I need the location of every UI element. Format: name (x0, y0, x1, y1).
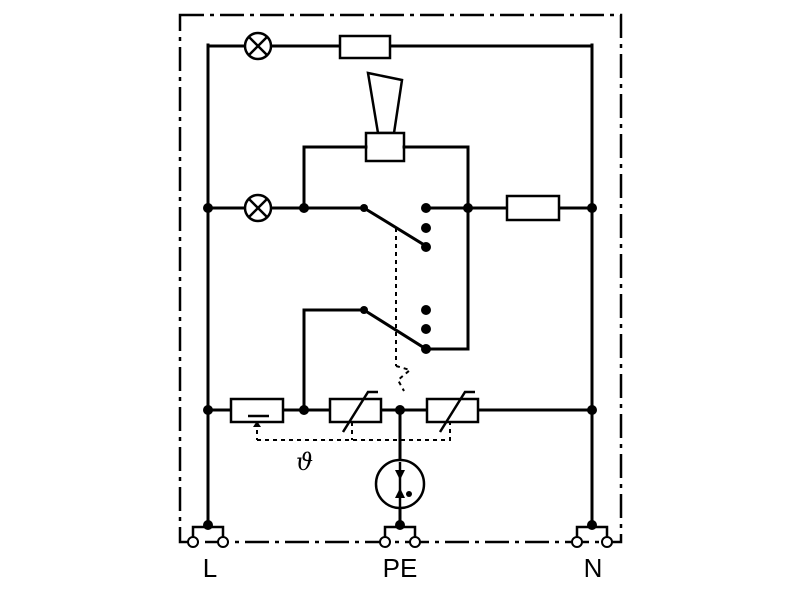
mechanical-linkage (395, 228, 413, 392)
indicator-lamp-icon (243, 31, 273, 61)
relay-coil-icon (364, 131, 406, 163)
thermal-symbol: ϑ (296, 448, 313, 476)
terminal-label-pe: PE (383, 553, 418, 583)
coil-wire-right (402, 145, 470, 210)
lower-changeover-switch (302, 206, 470, 412)
terminal-n (571, 520, 613, 548)
terminal-pe (379, 520, 421, 548)
middle-branch (206, 193, 594, 223)
gas-discharge-tube-icon (374, 458, 426, 510)
varistor-icon (425, 390, 480, 433)
resistor-icon (505, 194, 561, 222)
horn-icon (366, 71, 404, 135)
coil-wire-left (302, 145, 368, 210)
resistor-icon (338, 34, 392, 60)
upper-changeover-switch (360, 203, 431, 252)
varistor-icon (328, 390, 383, 433)
thermal-coupling (257, 422, 451, 441)
thermistor-icon (229, 397, 285, 440)
bottom-branch (206, 390, 594, 441)
terminal-label-n: N (584, 553, 603, 583)
top-branch (206, 31, 594, 61)
terminal-label-l: L (203, 553, 217, 583)
indicator-lamp-icon (243, 193, 273, 223)
terminal-l (187, 520, 229, 548)
junction-dots (203, 203, 597, 415)
enclosure-frame (178, 13, 623, 544)
